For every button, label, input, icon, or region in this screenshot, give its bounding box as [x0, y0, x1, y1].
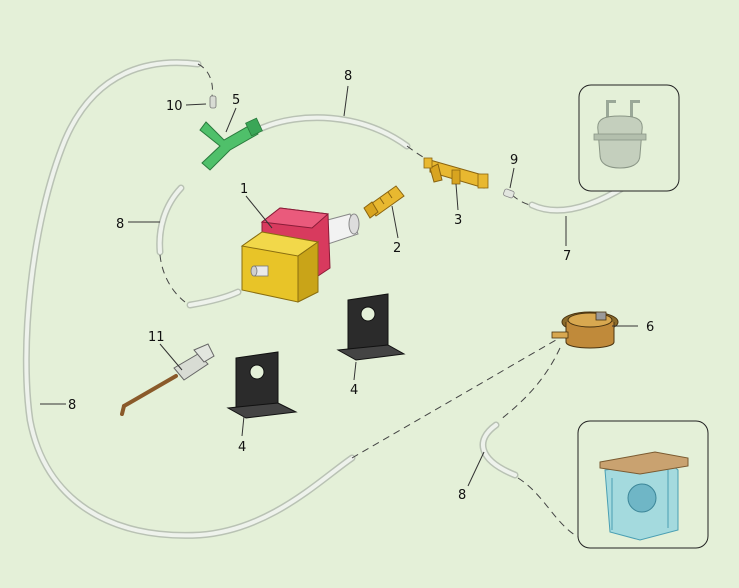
- part-bracket-right: [336, 293, 406, 361]
- label-part-7: 7: [563, 249, 571, 264]
- label-part-8-bottom: 8: [458, 488, 466, 503]
- leader-lines: [40, 85, 638, 487]
- part-small-fitting: [503, 188, 515, 199]
- inset-top-reservoir: [578, 84, 680, 192]
- part-pump-fitting: [363, 185, 405, 219]
- part-labels: 10 5 8 1 8 2 3 9 7 6 11 4 4 8 8: [68, 69, 654, 503]
- part-pump: [240, 207, 360, 303]
- tube-top: [258, 114, 436, 164]
- water-tank-icon: [599, 451, 689, 541]
- label-part-11: 11: [148, 330, 165, 345]
- dashed-link-loop-flowmeter: [351, 339, 557, 459]
- label-part-6: 6: [646, 320, 654, 335]
- part-tee-fitting: [423, 157, 489, 189]
- tube-left-loop: [22, 59, 356, 539]
- part-y-connector: [199, 117, 263, 171]
- part-clip-pin: [209, 95, 217, 109]
- label-part-4-right: 4: [350, 383, 358, 398]
- tubing-group: [22, 59, 630, 545]
- label-part-9: 9: [510, 153, 518, 168]
- label-part-5: 5: [232, 93, 240, 108]
- part-sensor-probe: [120, 343, 215, 416]
- label-part-3: 3: [454, 213, 462, 228]
- label-part-8-left: 8: [116, 217, 124, 232]
- label-part-8-loop: 8: [68, 398, 76, 413]
- label-part-1: 1: [240, 182, 248, 197]
- label-part-2: 2: [393, 241, 401, 256]
- part-flowmeter: [551, 311, 619, 349]
- part-bracket-left: [226, 351, 298, 419]
- inset-bottom-tank: [577, 420, 709, 549]
- tube-left-short: [156, 184, 242, 309]
- label-part-10: 10: [166, 99, 183, 114]
- label-part-8-top: 8: [344, 69, 352, 84]
- reservoir-icon: [593, 100, 647, 169]
- label-part-4-left: 4: [238, 440, 246, 455]
